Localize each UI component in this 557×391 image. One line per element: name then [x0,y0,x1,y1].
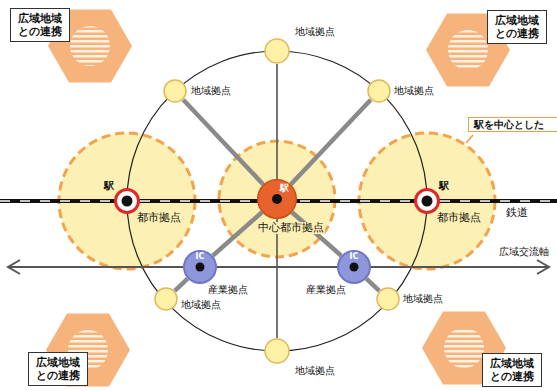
region-stripes [444,328,484,368]
spoke-connector [213,212,262,256]
hub-label: 地域拠点 [295,26,335,37]
box-label: 広域地域 との連携 [495,14,539,40]
axis-arrowhead [537,260,549,274]
interchange-hub: IC産業拠点 [337,250,371,284]
hub-symbol [116,190,139,213]
box-label: 広域地域 との連携 [18,12,62,38]
spoke-connector [276,64,278,179]
callout-box: 駅を中心とした [468,117,557,132]
region-link-box: 広域地域 との連携 [482,353,542,387]
region-stripes [70,26,110,66]
hub-symbol [338,251,370,283]
hub-label: 地域拠点 [295,365,335,376]
central-station-hub: 駅中心都市拠点 [257,179,297,219]
hub-symbol [265,39,289,63]
local-hub: 地域拠点 [154,287,178,311]
leader-line [466,135,473,143]
box-label: 広域地域 との連携 [36,356,80,382]
region-link-box: 広域地域 との連携 [10,8,70,42]
hub-circle [338,251,370,283]
spoke-connector [292,212,341,256]
hub-mark-text: 駅 [439,180,449,191]
hub-label: 地域拠点 [191,85,231,96]
hub-label: 地域拠点 [181,299,221,310]
axis-label: 広域交流軸 [499,246,549,257]
hub-dot [272,194,282,204]
callout-label: 駅を中心とした [474,119,557,130]
hub-mark-text: IC [337,253,371,262]
local-hub: 地域拠点 [264,338,290,364]
hub-circle [184,251,216,283]
spoke-connector [183,100,263,185]
spoke-connector [291,100,371,185]
spoke-connector [276,219,278,338]
station-hub: 駅都市拠点 [114,188,140,214]
spoke-connector [175,279,188,291]
hub-circle [116,190,139,213]
local-hub: 地域拠点 [376,287,400,311]
hub-label: 地域拠点 [403,293,443,304]
hub-circle [155,288,177,310]
hub-circle [377,288,399,310]
hub-label: 都市拠点 [137,212,181,224]
hub-symbol [164,80,186,102]
hub-label: 地域拠点 [394,85,434,96]
hub-dot [350,263,359,272]
hub-label: 中心都市拠点 [257,222,325,234]
hub-circle [265,39,289,63]
hub-outline [163,79,187,103]
hub-symbol [368,80,390,102]
interchange-hub: IC産業拠点 [183,250,217,284]
region-link-box: 広域地域 との連携 [487,10,547,44]
hub-symbol [265,339,289,363]
local-hub: 地域拠点 [367,79,391,103]
hub-dot [196,263,205,272]
hub-label: 都市拠点 [437,212,481,224]
hub-outline [257,179,297,219]
station-hub: 駅都市拠点 [414,188,440,214]
hub-circle [416,190,439,213]
hub-label: 産業拠点 [306,284,346,295]
hub-outline [154,287,178,311]
hub-outline [376,287,400,311]
hub-mark-text: 駅 [280,184,289,194]
spoke-connector [366,279,379,291]
hub-circle [368,80,390,102]
hub-outline [114,188,140,214]
hub-circle [265,339,289,363]
hub-circle [258,180,297,219]
hub-outline [414,188,440,214]
hub-symbol [155,288,177,310]
axis-line [9,266,548,268]
hub-mark-text: 駅 [104,180,114,191]
hub-symbol [377,288,399,310]
hub-outline [367,79,391,103]
box-label: 広域地域 との連携 [490,357,534,383]
hub-mark-text: IC [183,253,217,262]
hub-outline [264,38,290,64]
hub-label: 産業拠点 [208,284,248,295]
region-hexagon [46,10,510,387]
hub-symbol [258,180,297,219]
hub-symbol [184,251,216,283]
local-hub: 地域拠点 [264,38,290,64]
hub-dot [122,196,133,207]
region-stripes [448,30,488,70]
hub-symbol [416,190,439,213]
hub-circle [164,80,186,102]
hub-dot [422,196,433,207]
hub-outline [264,338,290,364]
region-link-box: 広域地域 との連携 [28,352,88,386]
local-hub: 地域拠点 [163,79,187,103]
railway-label: 鉄道 [506,207,528,219]
axis-arrowhead [8,260,20,274]
